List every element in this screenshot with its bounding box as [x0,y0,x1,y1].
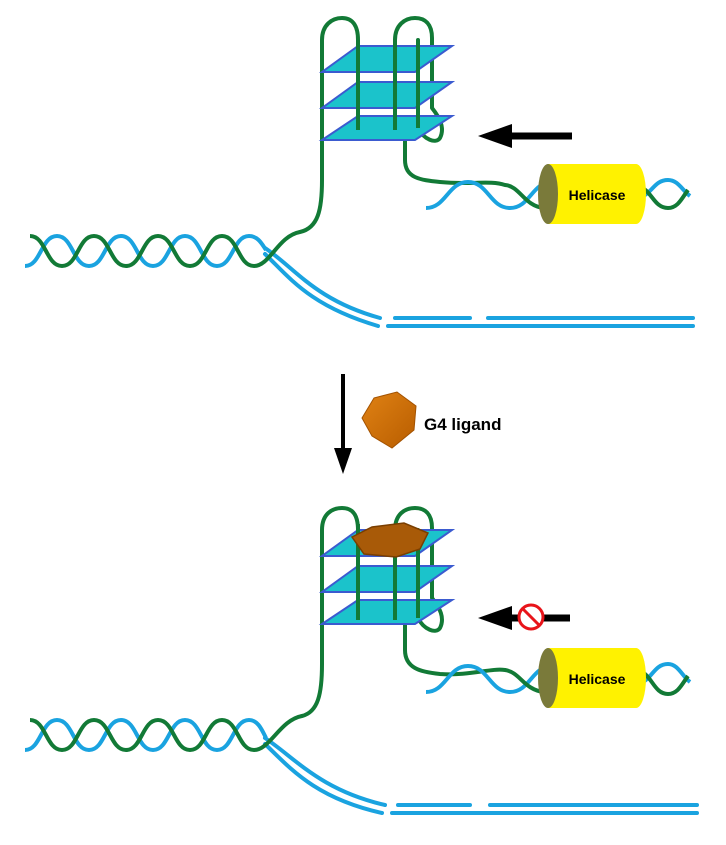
top-lagging-strand [263,246,695,328]
top-helicase-direction-arrow [478,124,572,148]
bottom-helicase: Helicase [538,648,646,708]
top-helicase: Helicase [538,164,646,224]
no-entry-icon [517,603,545,631]
g4-ligand-hexagon-icon [361,391,417,449]
transition-arrow [334,374,352,474]
top-tetrads [318,45,456,141]
bottom-tetrad-3 [318,599,456,625]
bottom-helicase-label: Helicase [569,671,626,687]
top-helicase-label: Helicase [569,187,626,203]
bottom-g-strand [300,506,507,718]
top-left-duplex [24,230,301,269]
bottom-left-duplex [24,714,303,753]
bound-ligand-icon [350,522,430,558]
transition: G4 ligand [334,374,501,474]
top-panel: Helicase [24,16,695,328]
bottom-panel: Helicase [24,506,699,815]
bottom-lagging-strand [263,736,699,815]
top-tetrad-3 [318,115,456,141]
g4-ligand-label: G4 ligand [424,415,501,434]
